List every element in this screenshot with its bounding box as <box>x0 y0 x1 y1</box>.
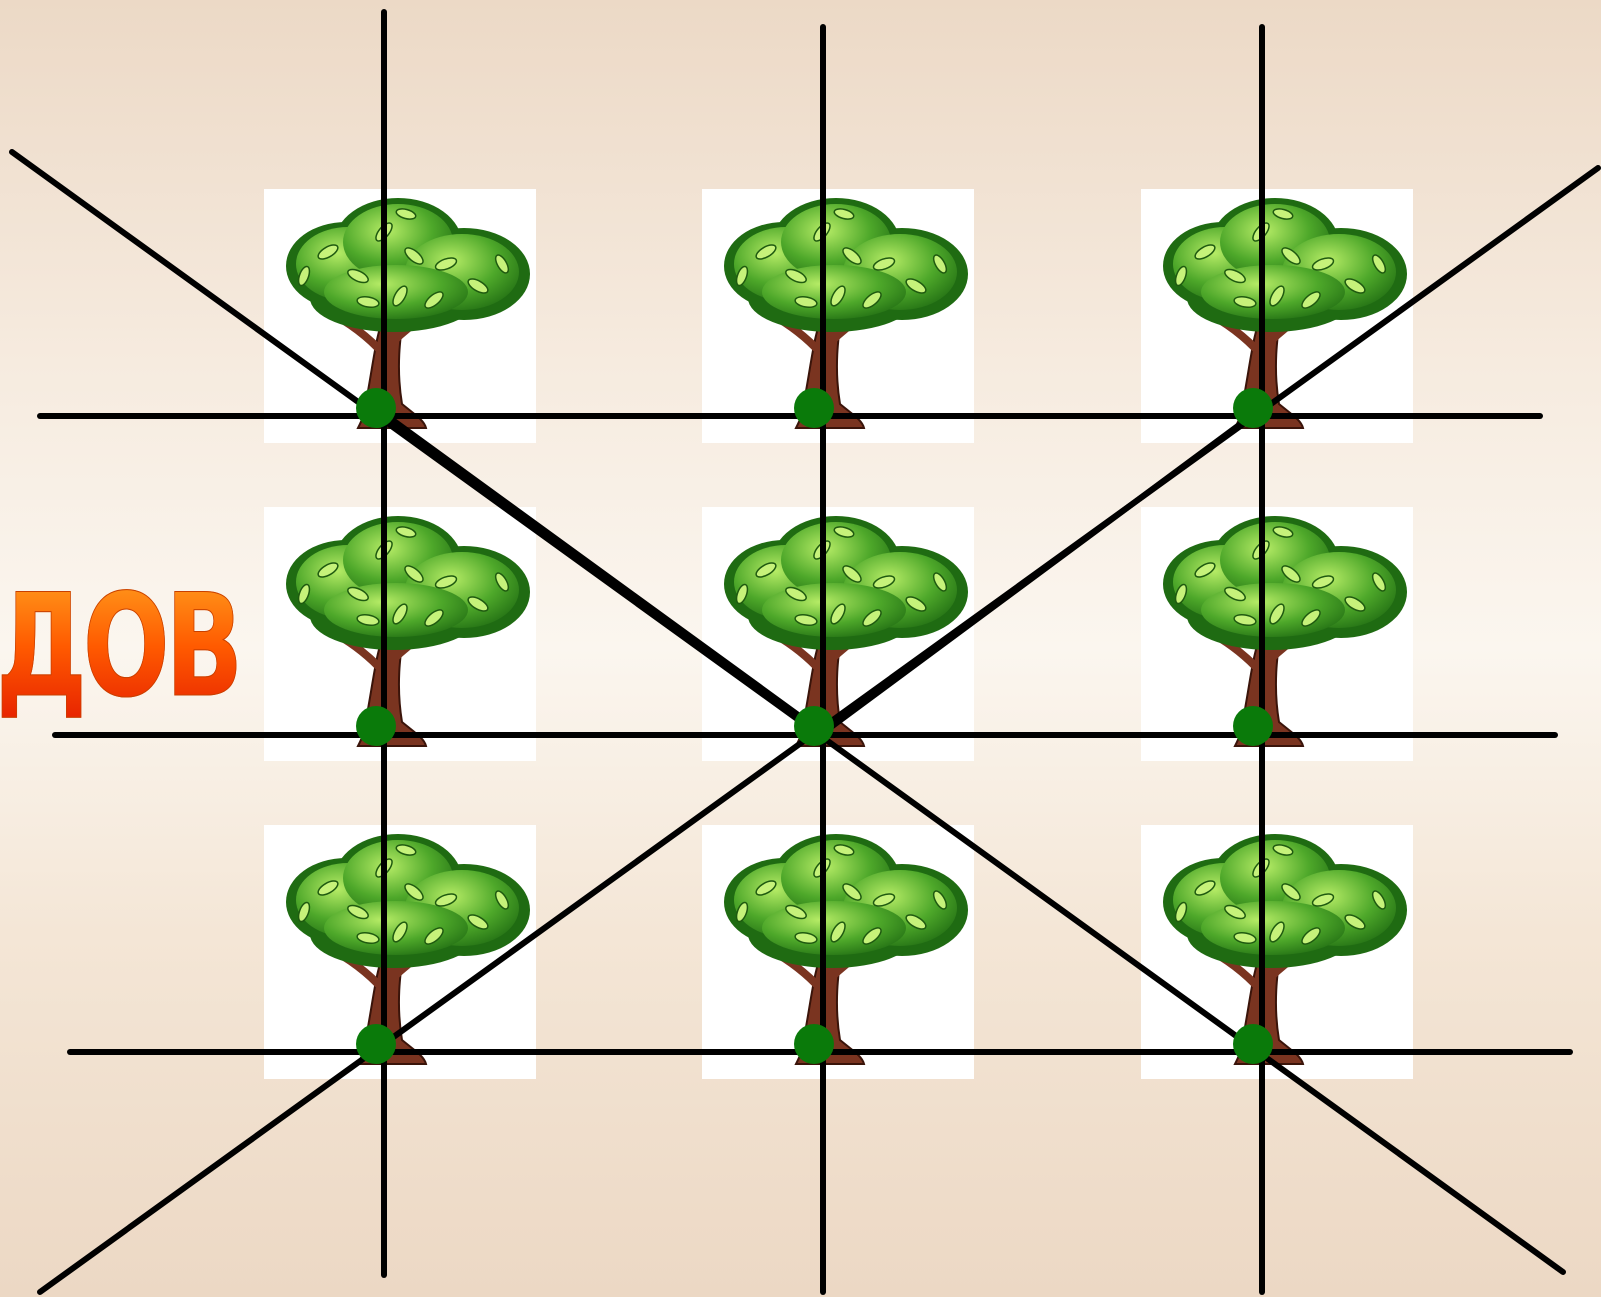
green-dot <box>1233 1024 1273 1064</box>
green-dot <box>1233 706 1273 746</box>
green-dot <box>1233 388 1273 428</box>
tree-tile <box>264 825 536 1079</box>
tree-tile <box>1141 507 1413 761</box>
green-dot <box>794 388 834 428</box>
partial-caption-text: ДОВ <box>0 576 239 718</box>
tree-tile <box>1141 189 1413 443</box>
green-dot <box>356 388 396 428</box>
tree-tile <box>702 189 974 443</box>
green-dot <box>356 706 396 746</box>
green-dot <box>356 1024 396 1064</box>
tree-tile <box>702 825 974 1079</box>
green-dot <box>794 706 834 746</box>
tree-tile <box>264 189 536 443</box>
tree-tile <box>1141 825 1413 1079</box>
tree-grid <box>264 189 1413 1079</box>
green-dot <box>794 1024 834 1064</box>
tree-tile <box>264 507 536 761</box>
